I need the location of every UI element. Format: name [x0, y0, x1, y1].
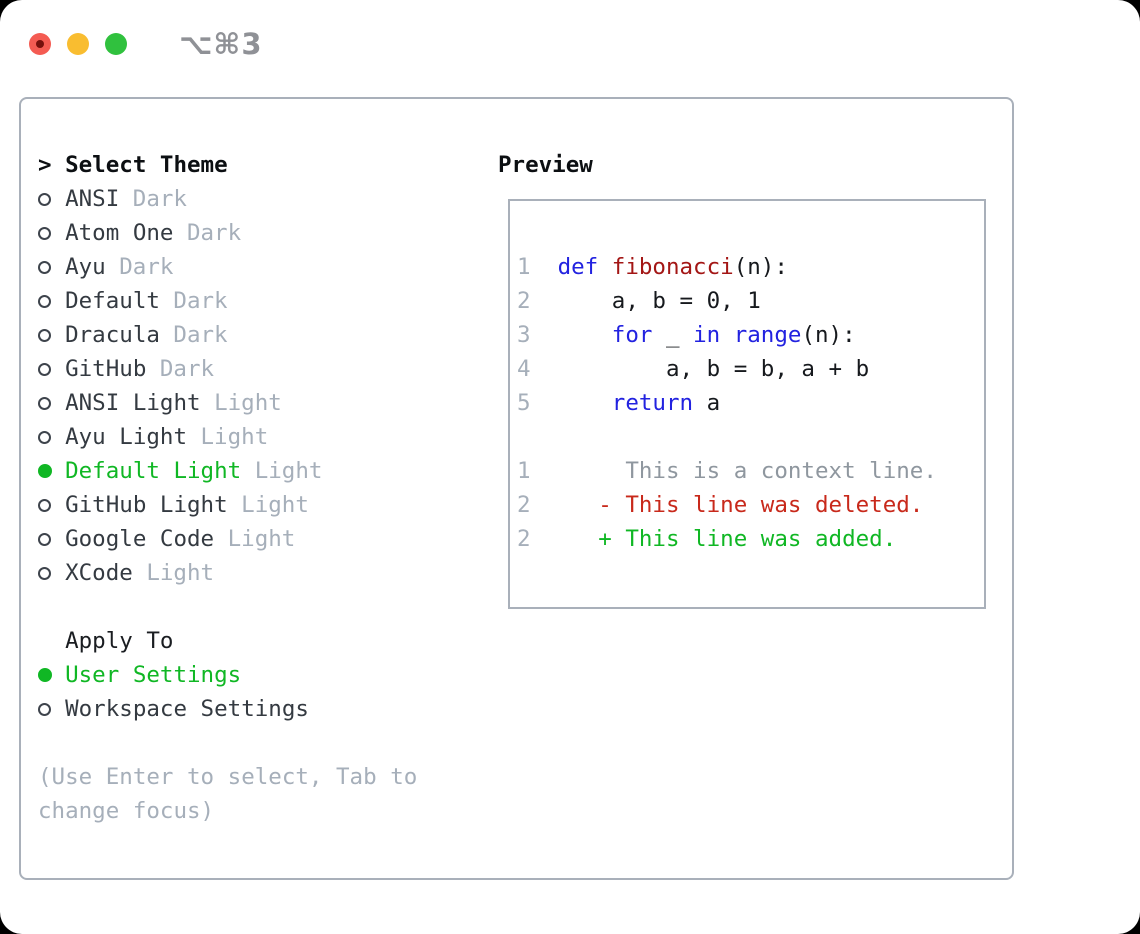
code-line-2: 2 a, b = 0, 1: [517, 284, 984, 318]
radio-icon: [38, 328, 51, 342]
radio-icon: [38, 192, 51, 206]
blank-line: [517, 420, 984, 454]
window-shortcut-label: ⌥⌘3: [179, 27, 263, 61]
radio-icon: [38, 702, 51, 716]
line-number: 2: [517, 526, 531, 552]
code-line-4: 4 a, b = b, a + b: [517, 352, 984, 386]
apply-to-title: Apply To: [65, 628, 174, 654]
radio-icon: [38, 430, 51, 444]
preview-title: Preview: [498, 152, 593, 178]
help-text-line-1: (Use Enter to select, Tab to: [38, 764, 418, 790]
radio-icon: [38, 226, 51, 240]
apply-option-workspace-settings[interactable]: Workspace Settings: [38, 692, 417, 726]
code-line-5: 5 return a: [517, 386, 984, 420]
line-number: 4: [517, 356, 531, 382]
diff-context-line: 1 This is a context line.: [517, 454, 984, 488]
close-dot-icon: [36, 40, 44, 48]
line-number: 1: [517, 254, 531, 280]
apply-option-user-settings[interactable]: User Settings: [38, 658, 417, 692]
radio-selected-icon: [38, 668, 52, 682]
radio-icon: [38, 260, 51, 274]
help-text-line-2: change focus): [38, 798, 215, 824]
maximize-button[interactable]: [105, 33, 127, 55]
spacer-row: [38, 726, 417, 760]
radio-icon: [38, 396, 51, 410]
radio-icon: [38, 566, 51, 580]
radio-icon: [38, 532, 51, 546]
radio-icon: [38, 362, 51, 376]
code-line-3: 3 for _ in range(n):: [517, 318, 984, 352]
select-theme-title: Select Theme: [65, 152, 228, 178]
line-number: 3: [517, 322, 531, 348]
radio-icon: [38, 294, 51, 308]
spacer-row: [38, 590, 417, 624]
titlebar: ⌥⌘3: [29, 27, 263, 61]
diff-added-line: 2 + This line was added.: [517, 522, 984, 556]
line-number: 1: [517, 458, 531, 484]
radio-selected-icon: [38, 464, 52, 478]
prompt-caret: >: [38, 152, 52, 178]
line-number: 2: [517, 492, 531, 518]
select-theme-header: > Select Theme: [38, 148, 417, 182]
line-number: 5: [517, 390, 531, 416]
close-button[interactable]: [29, 33, 51, 55]
apply-to-header: Apply To: [38, 624, 417, 658]
radio-icon: [38, 498, 51, 512]
minimize-button[interactable]: [67, 33, 89, 55]
line-number: 2: [517, 288, 531, 314]
diff-deleted-line: 2 - This line was deleted.: [517, 488, 984, 522]
